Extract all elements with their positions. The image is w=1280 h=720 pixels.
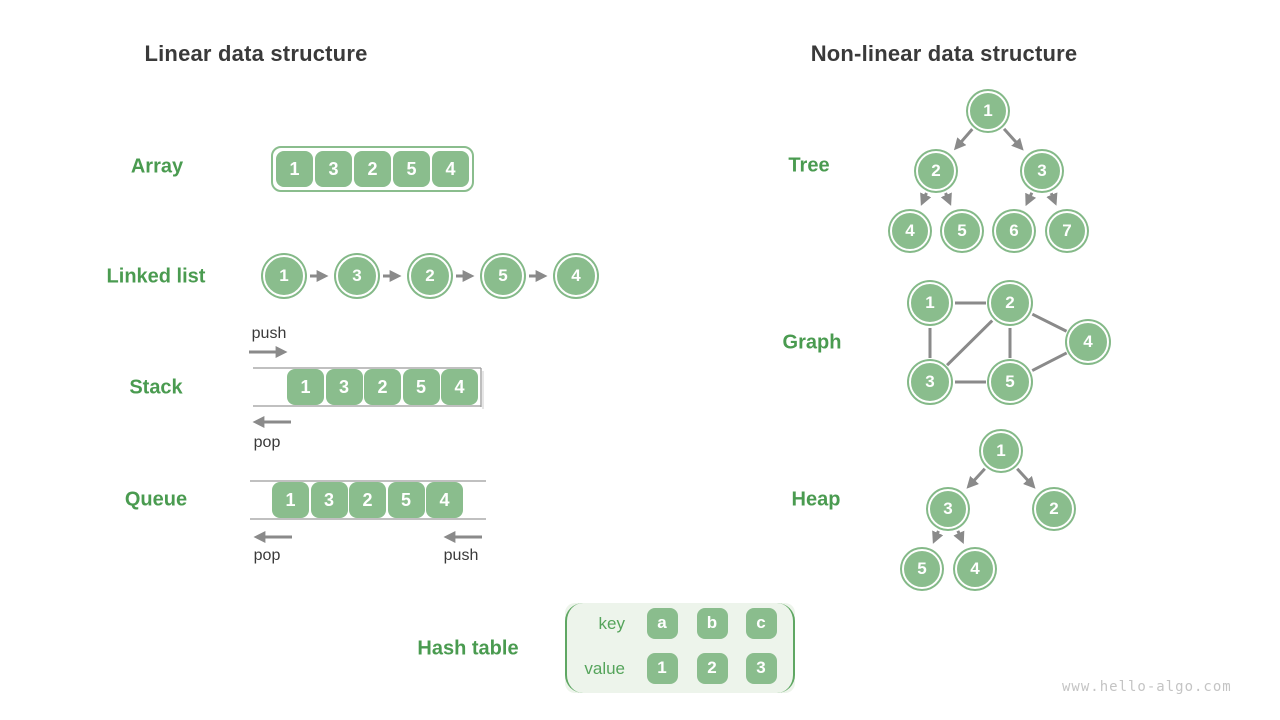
queue-cell: 2 <box>349 482 386 518</box>
edge-line <box>1031 351 1068 372</box>
tree-node: 6 <box>994 211 1034 251</box>
linked-list-label: Linked list <box>106 265 206 288</box>
linear-section-title: Linear data structure <box>144 41 368 66</box>
queue-cell: 3 <box>310 482 348 518</box>
array-cell: 4 <box>432 151 469 187</box>
linked-list-node: 5 <box>482 255 524 297</box>
hash-table-label: Hash table <box>417 637 519 660</box>
heap-node: 4 <box>955 549 995 589</box>
queue-label: Queue <box>124 488 188 511</box>
array-cell: 2 <box>354 151 391 187</box>
hash-bracket-border <box>565 603 795 693</box>
heap-node: 3 <box>928 489 968 529</box>
graph-node: 1 <box>909 282 951 324</box>
arrow-connector <box>966 467 986 489</box>
arrow-connector <box>1046 192 1058 206</box>
tree-node: 7 <box>1047 211 1087 251</box>
hash-value-cell: 1 <box>646 652 678 684</box>
stack-pop-label: pop <box>253 434 281 451</box>
arrow-connector <box>940 192 952 206</box>
queue-cell: 5 <box>387 482 425 518</box>
hash-key-cell: c <box>745 607 777 639</box>
arrow-connector <box>953 128 974 151</box>
array-cell: 3 <box>315 151 352 187</box>
arrow-connector <box>1016 467 1036 489</box>
graph-node: 3 <box>909 361 951 403</box>
linked-list-node: 2 <box>409 255 451 297</box>
hash-key-cell: a <box>646 607 678 639</box>
array-label: Array <box>130 155 184 178</box>
linked-list-node: 3 <box>336 255 378 297</box>
stack-push-label: push <box>251 325 287 342</box>
hash-key-row-label: key <box>598 614 625 633</box>
arrow-connector <box>1002 127 1024 151</box>
stack-cell: 2 <box>364 369 401 405</box>
stack-cell: 3 <box>325 369 363 405</box>
stack-cell: 4 <box>441 369 478 405</box>
heap-node: 5 <box>902 549 942 589</box>
tree-node: 3 <box>1022 151 1062 191</box>
graph-node: 5 <box>989 361 1031 403</box>
graph-node: 4 <box>1067 321 1109 363</box>
queue-push-label: push <box>443 547 479 564</box>
hash-key-cell: b <box>696 607 728 639</box>
linked-list-node: 1 <box>263 255 305 297</box>
tree-node: 5 <box>942 211 982 251</box>
queue-cell: 4 <box>426 482 463 518</box>
heap-node: 2 <box>1034 489 1074 529</box>
arrow-connector <box>932 530 944 544</box>
stack-label: Stack <box>129 376 183 399</box>
array-cell: 1 <box>276 151 313 187</box>
queue-pop-label: pop <box>253 547 281 564</box>
arrow-connector <box>953 530 965 545</box>
array-cell: 5 <box>393 151 430 187</box>
heap-node: 1 <box>981 431 1021 471</box>
watermark: www.hello-algo.com <box>1062 679 1232 695</box>
arrow-connector <box>1025 192 1037 207</box>
heap-label: Heap <box>791 488 841 511</box>
stack-cell: 5 <box>402 369 440 405</box>
edge-line <box>1031 312 1068 333</box>
hash-value-row-label: value <box>584 659 625 678</box>
tree-node: 4 <box>890 211 930 251</box>
edge-line <box>946 319 994 367</box>
linked-list-node: 4 <box>555 255 597 297</box>
arrow-connector <box>920 192 932 206</box>
tree-label: Tree <box>788 154 830 177</box>
tree-node: 2 <box>916 151 956 191</box>
stack-cell: 1 <box>287 369 324 405</box>
queue-cell: 1 <box>272 482 309 518</box>
hash-value-cell: 2 <box>696 652 728 684</box>
nonlinear-section-title: Non-linear data structure <box>810 41 1078 66</box>
tree-node: 1 <box>968 91 1008 131</box>
hash-value-cell: 3 <box>745 652 777 684</box>
graph-label: Graph <box>782 331 842 354</box>
graph-node: 2 <box>989 282 1031 324</box>
